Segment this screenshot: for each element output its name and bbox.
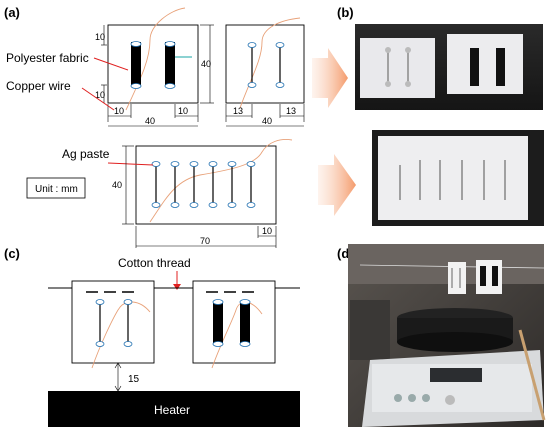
ag-paste-pad: [170, 161, 180, 167]
label-ag-paste: Ag paste: [62, 147, 110, 161]
ag-paste-pad: [227, 202, 237, 208]
dim-label: 15: [128, 374, 140, 385]
unit-label: Unit : mm: [35, 184, 78, 195]
dim-label: 40: [112, 180, 122, 190]
dim-label: 10: [95, 90, 105, 100]
black-electrode: [131, 42, 141, 87]
sample-black-electrodes: [107, 7, 199, 111]
photo-array-bottom: [372, 130, 544, 226]
callout-arrow: [93, 57, 129, 71]
dim-label: 40: [145, 116, 155, 126]
callout-arrow: [81, 87, 115, 111]
dim-label: 40: [262, 116, 272, 126]
dim-label: 10: [95, 32, 105, 42]
ag-paste-pad: [151, 202, 161, 208]
label-polyester-fabric: Polyester fabric: [6, 51, 89, 65]
sample-c-black: [192, 280, 276, 369]
ag-paste-pad: [189, 202, 199, 208]
unit-box: [26, 177, 86, 199]
dimensions-left: [101, 24, 214, 127]
dim-gap-15: [114, 362, 122, 392]
dim-label: 10: [114, 106, 124, 116]
dim-label: 13: [233, 106, 243, 116]
dim-label: 10: [178, 106, 188, 116]
dim-label: 13: [286, 106, 296, 116]
label-copper-wire: Copper wire: [6, 79, 71, 93]
ag-paste-pad: [246, 202, 256, 208]
ag-paste-pad: [151, 161, 161, 167]
heater-label: Heater: [154, 403, 190, 417]
dimensions-array: [122, 145, 277, 248]
dim-label: 70: [200, 236, 210, 246]
array-electrodes: [151, 161, 256, 208]
ag-paste-pad: [208, 202, 218, 208]
dim-label: 10: [262, 226, 272, 236]
panel-label-c: (c): [4, 246, 20, 261]
arrowhead: [173, 284, 181, 290]
photo-samples-top: [355, 24, 543, 110]
heater-block: [48, 391, 300, 427]
arrow-to-photo-top: [312, 48, 348, 108]
ag-paste-pad: [170, 202, 180, 208]
ag-paste-pad: [227, 161, 237, 167]
sample-thin-wires: [225, 17, 305, 109]
panel-label-b: (b): [337, 5, 354, 20]
dim-label: 40: [201, 59, 211, 69]
ag-paste-pad: [246, 161, 256, 167]
photo-hotplate-setup: [348, 244, 546, 427]
sample-array: [135, 139, 293, 225]
sample-c-thin: [71, 280, 155, 369]
arrow-to-photo-bottom: [318, 154, 356, 216]
black-electrode: [165, 42, 175, 87]
callout-arrow: [107, 162, 154, 166]
ag-paste-pad: [208, 161, 218, 167]
dimensions-right: [225, 104, 305, 127]
label-cotton-thread: Cotton thread: [118, 256, 191, 270]
ag-paste-pad: [189, 161, 199, 167]
panel-label-a: (a): [4, 5, 20, 20]
